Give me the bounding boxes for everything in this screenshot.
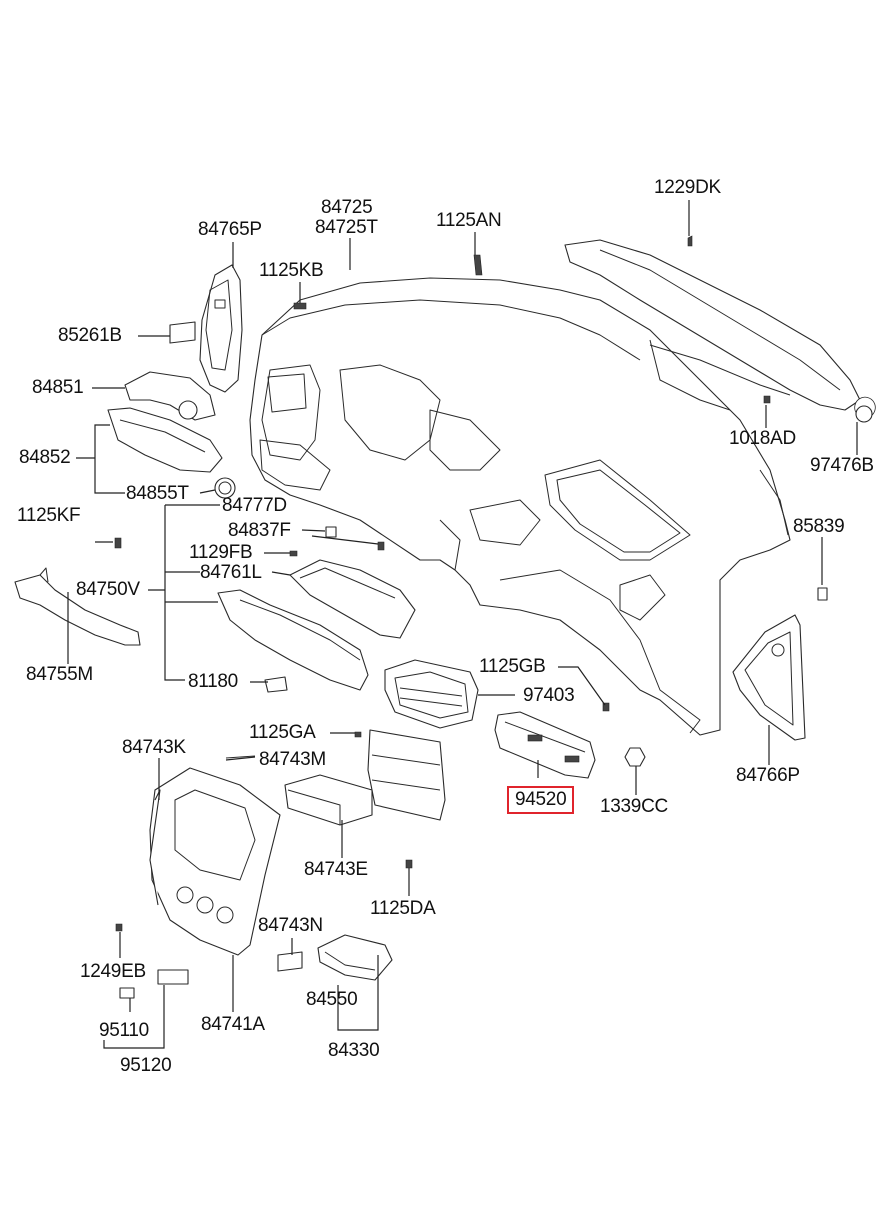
callout-84743M[interactable]: 84743M	[259, 749, 326, 770]
callout-95110[interactable]: 95110	[99, 1020, 149, 1041]
fasteners	[114, 235, 828, 999]
bracket-84755M	[14, 567, 141, 646]
callout-84837F[interactable]: 84837F	[228, 520, 291, 541]
heater-control-94520	[494, 711, 596, 779]
callout-85261B[interactable]: 85261B	[58, 325, 122, 346]
center-vent-97403	[384, 659, 479, 729]
callout-84725[interactable]: 84725	[321, 197, 373, 218]
callout-84330[interactable]: 84330	[328, 1040, 380, 1061]
callout-84750V[interactable]: 84750V	[76, 579, 140, 600]
callout-1229DK[interactable]: 1229DK	[654, 177, 721, 198]
leader-lines	[67, 200, 858, 1049]
callout-1125GA[interactable]: 1125GA	[249, 722, 316, 743]
callout-84741A[interactable]: 84741A	[201, 1014, 265, 1035]
callout-84761L[interactable]: 84761L	[200, 562, 262, 583]
shroud-lower-84852	[107, 407, 236, 499]
callout-97476B[interactable]: 97476B	[810, 455, 874, 476]
callout-1125GB[interactable]: 1125GB	[479, 656, 546, 677]
callout-95120[interactable]: 95120	[120, 1055, 172, 1076]
callout-84743N[interactable]: 84743N	[258, 915, 323, 936]
pocket-84550	[317, 934, 393, 981]
crossmember-duct	[564, 239, 876, 423]
pocket-84743E	[284, 774, 373, 826]
shroud-upper-84851	[124, 371, 216, 421]
callout-84550[interactable]: 84550	[306, 989, 358, 1010]
tray-84761L	[289, 559, 416, 639]
callout-84766P[interactable]: 84766P	[736, 765, 800, 786]
callout-84743K[interactable]: 84743K	[122, 737, 186, 758]
lower-cover-84750V	[217, 589, 369, 693]
callout-1129FB[interactable]: 1129FB	[189, 542, 253, 563]
callout-84725T[interactable]: 84725T	[315, 217, 378, 238]
callout-1125KF[interactable]: 1125KF	[17, 505, 81, 526]
callout-84765P[interactable]: 84765P	[198, 219, 262, 240]
callout-1125AN[interactable]: 1125AN	[436, 210, 502, 231]
callout-1018AD[interactable]: 1018AD	[729, 428, 796, 449]
callout-1125KB[interactable]: 1125KB	[259, 260, 324, 281]
callout-85839[interactable]: 85839	[793, 516, 845, 537]
crash-pad-main-panel	[249, 277, 791, 736]
side-cover-84765P	[199, 264, 243, 393]
callout-81180[interactable]: 81180	[188, 671, 238, 692]
callout-84743E[interactable]: 84743E	[304, 859, 368, 880]
callout-1125DA[interactable]: 1125DA	[370, 898, 436, 919]
callout-97403[interactable]: 97403	[523, 685, 575, 706]
callout-1249EB[interactable]: 1249EB	[80, 961, 146, 982]
callout-94520-highlighted[interactable]: 94520	[507, 786, 575, 814]
label-plate-85261B	[169, 321, 196, 344]
callout-1339CC[interactable]: 1339CC	[600, 796, 668, 817]
radio-bracket	[367, 729, 446, 821]
callout-84852[interactable]: 84852	[19, 447, 71, 468]
center-facia-84741A	[149, 767, 281, 956]
callout-84777D[interactable]: 84777D	[222, 495, 287, 516]
callout-84851[interactable]: 84851	[32, 377, 84, 398]
end-cover-84766P	[732, 614, 806, 741]
callout-84755M[interactable]: 84755M	[26, 664, 93, 685]
callout-84855T[interactable]: 84855T	[126, 483, 189, 504]
